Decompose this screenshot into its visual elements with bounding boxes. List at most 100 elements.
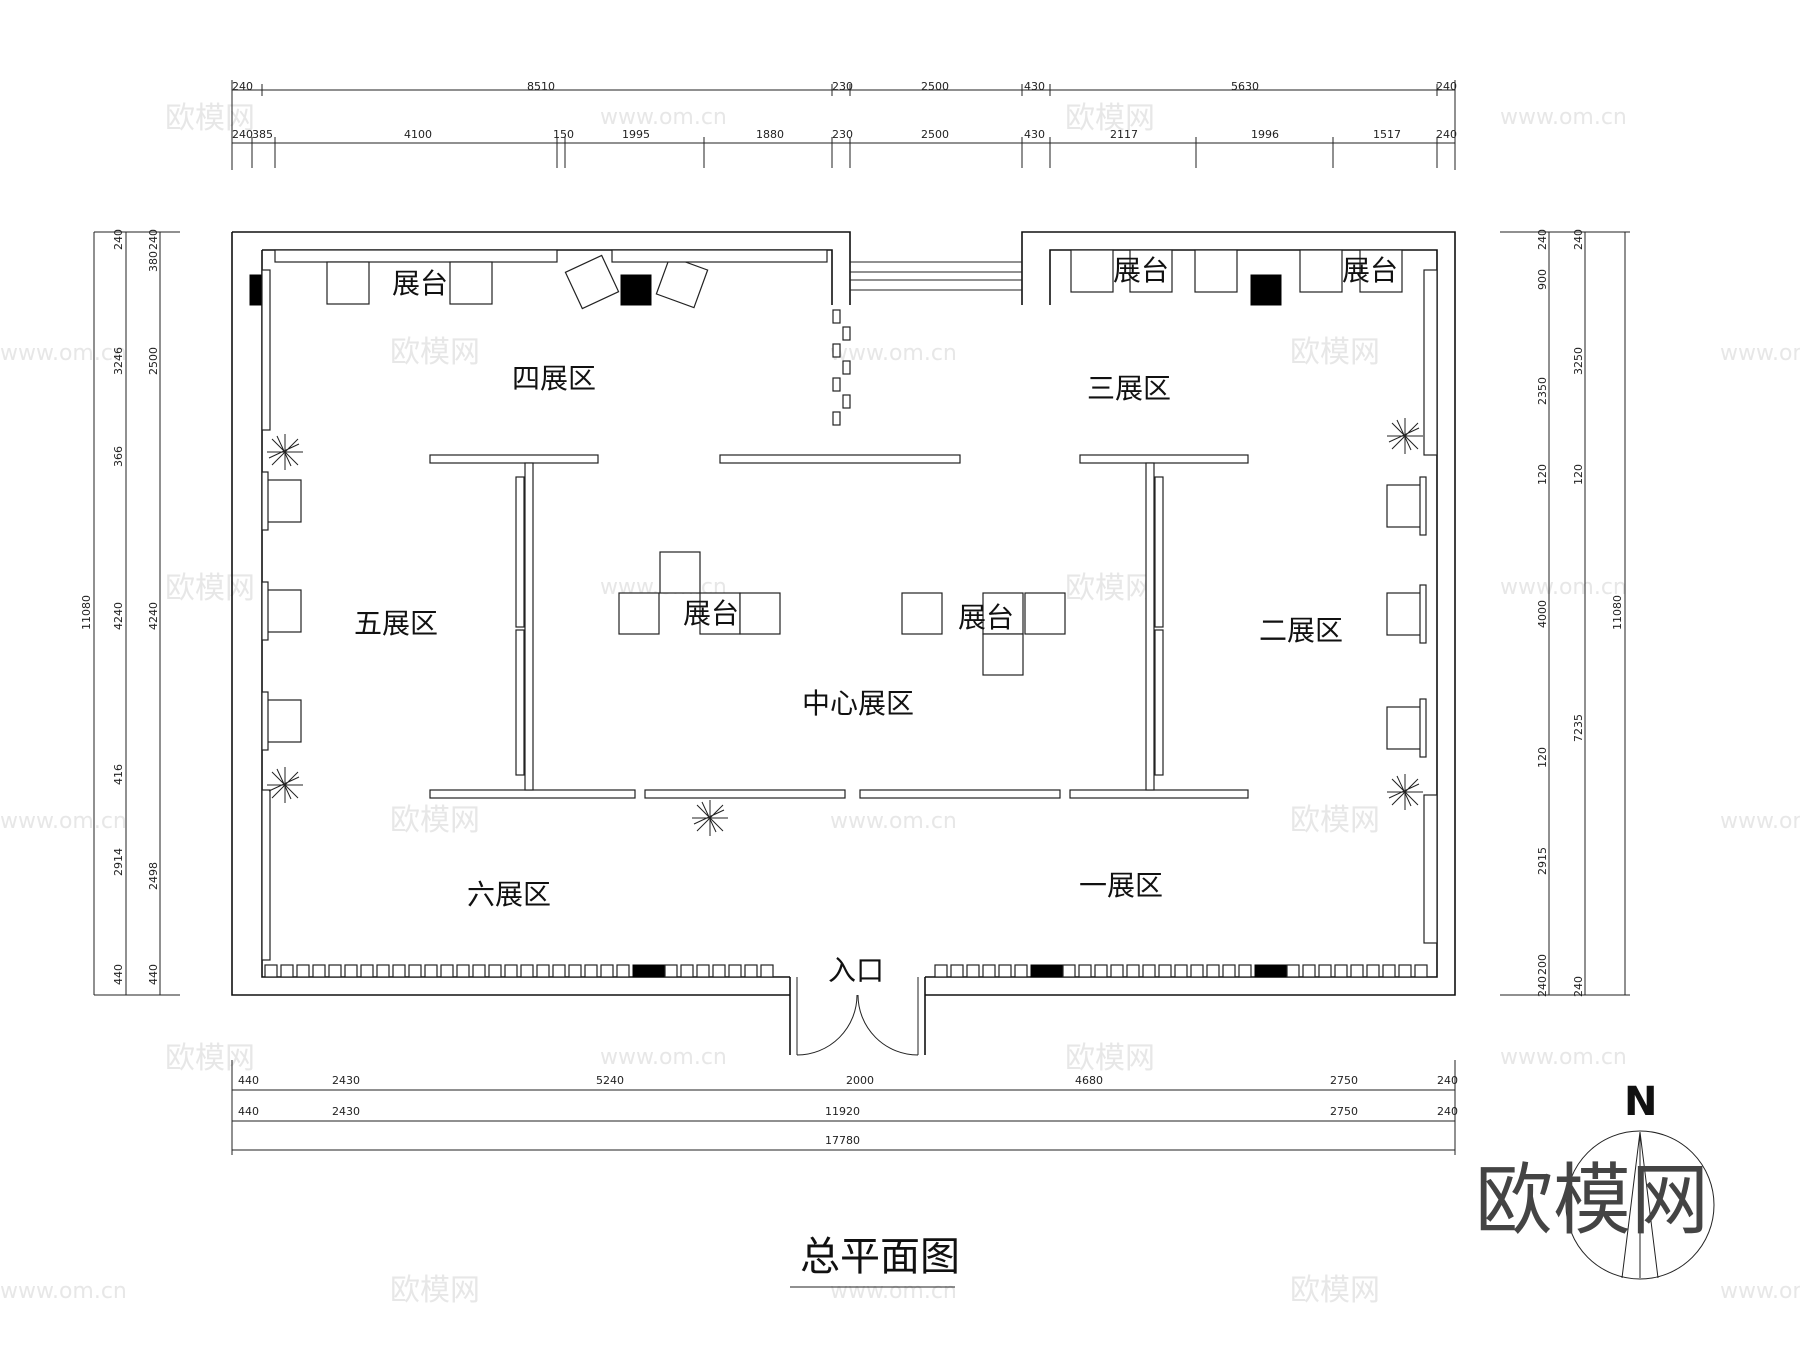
display-case — [360, 964, 374, 978]
display-case — [1302, 964, 1316, 978]
dim-label: 1996 — [1251, 128, 1279, 141]
north-label: N — [1624, 1079, 1657, 1125]
watermark: 欧模网 — [1290, 803, 1380, 838]
zone-label-6: 六展区 — [467, 878, 551, 911]
plant-icon — [1387, 418, 1423, 454]
display-case — [536, 964, 550, 978]
display-case — [648, 964, 666, 978]
dim-label: 1880 — [756, 128, 784, 141]
entrance-door: 入口 — [789, 954, 926, 1056]
dim-label: 8510 — [527, 80, 555, 93]
dim-label: 240 — [1437, 1074, 1458, 1087]
display-case — [1270, 964, 1288, 978]
column — [1250, 274, 1282, 306]
watermark: 欧模网 — [165, 571, 255, 606]
dimension-text-bottom: 440 2430 5240 2000 4680 2750 240 440 243… — [238, 1074, 1458, 1147]
display-case — [696, 964, 710, 978]
plant-icons — [267, 418, 1423, 836]
dim-label: 2430 — [332, 1074, 360, 1087]
dashed-partition — [832, 309, 851, 426]
dim-label: 4680 — [1075, 1074, 1103, 1087]
display-case — [982, 964, 996, 978]
dim-label: 5630 — [1231, 80, 1259, 93]
dim-label: 2500 — [921, 80, 949, 93]
watermark-url: www.om.cn — [830, 1279, 957, 1304]
display-case — [456, 964, 470, 978]
display-case — [1206, 964, 1220, 978]
dim-label: 240 — [1436, 80, 1457, 93]
display-case — [584, 964, 598, 978]
display-case — [632, 964, 650, 978]
watermark-url: www.om.cn — [0, 341, 127, 366]
brand-logo: 欧模网 — [1475, 1156, 1709, 1246]
plant-icon — [267, 767, 303, 803]
display-case — [280, 964, 294, 978]
display-case — [440, 964, 454, 978]
display-case — [600, 964, 614, 978]
display-case — [1046, 964, 1064, 978]
display-case — [966, 964, 980, 978]
plant-icon — [1387, 774, 1423, 810]
page-title: 总平面图 — [800, 1234, 960, 1280]
partition-segment — [832, 309, 841, 324]
watermark: 欧模网 — [390, 803, 480, 838]
dim-label: 240 — [1572, 976, 1585, 997]
right-wall-panels — [1386, 269, 1438, 944]
display-case — [552, 964, 566, 978]
column — [249, 274, 263, 306]
display-case — [344, 964, 358, 978]
center-partitions — [429, 454, 1249, 799]
display-case — [1366, 964, 1380, 978]
dim-label: 2915 — [1536, 847, 1549, 875]
dim-label: 4240 — [147, 602, 160, 630]
display-case — [1350, 964, 1364, 978]
dim-label: 4000 — [1536, 600, 1549, 628]
left-wall-panels — [261, 269, 302, 961]
display-case — [728, 964, 742, 978]
dim-label: 3250 — [1572, 347, 1585, 375]
watermark-url: www.om.cn — [830, 341, 957, 366]
display-case — [1398, 964, 1412, 978]
compass-circle — [1565, 1130, 1715, 1280]
display-case — [472, 964, 486, 978]
partition-segment — [832, 377, 841, 392]
top-left-booths: 展台 — [249, 249, 828, 310]
dim-label: 2750 — [1330, 1074, 1358, 1087]
watermark-url: www.om.cn — [600, 1045, 727, 1070]
dim-label: 3246 — [112, 347, 125, 375]
dim-label: 2350 — [1536, 377, 1549, 405]
dimension-text-right: 240 900 2350 120 4000 120 2915 200 240 2… — [1536, 229, 1624, 997]
plant-icon — [692, 800, 728, 836]
display-case — [616, 964, 630, 978]
dim-label: 240 — [112, 229, 125, 250]
dim-label: 230 — [832, 128, 853, 141]
bottom-display-cases — [264, 964, 1428, 978]
watermark: 欧模网 — [1290, 335, 1380, 370]
watermark-url: www.om.cn — [600, 105, 727, 130]
zone-label-center: 中心展区 — [802, 687, 914, 720]
booth-label: 展台 — [392, 267, 448, 300]
display-case — [264, 964, 278, 978]
dim-label: 240 — [232, 80, 253, 93]
display-case — [1158, 964, 1172, 978]
dim-label: 5240 — [596, 1074, 624, 1087]
display-case — [1126, 964, 1140, 978]
watermark-url: www.om.cn — [1500, 105, 1627, 130]
dim-label: 440 — [147, 964, 160, 985]
top-right-booths: 展台 展台 — [1070, 249, 1403, 306]
watermark-url: www.om.cn — [1720, 1279, 1800, 1304]
display-case — [1030, 964, 1048, 978]
dim-label: 440 — [112, 964, 125, 985]
dim-label: 366 — [112, 446, 125, 467]
display-case — [998, 964, 1012, 978]
dim-label: 440 — [238, 1074, 259, 1087]
dim-label: 440 — [238, 1105, 259, 1118]
north-arrow: N — [1565, 1079, 1715, 1280]
north-arrow-icon — [1621, 1131, 1659, 1279]
display-case — [1062, 964, 1076, 978]
dim-label: 2914 — [112, 848, 125, 876]
dim-label: 430 — [1024, 80, 1045, 93]
display-case — [680, 964, 694, 978]
display-case — [1318, 964, 1332, 978]
zone-label-2: 二展区 — [1259, 614, 1343, 647]
